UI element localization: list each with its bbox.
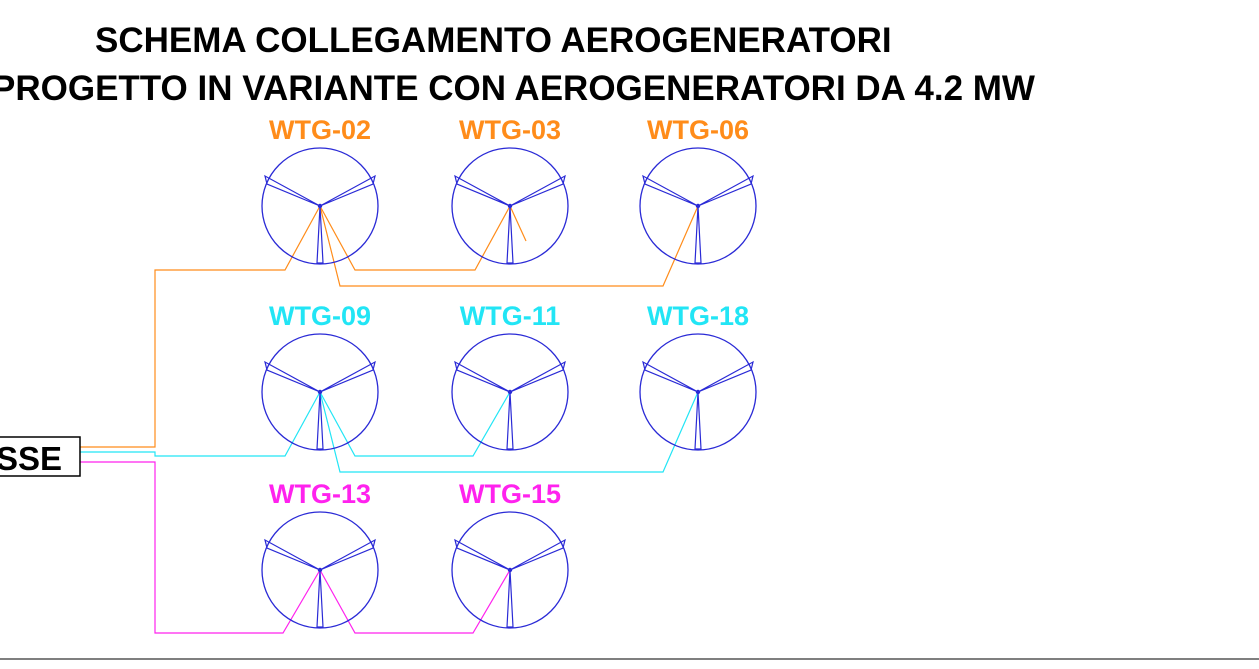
cable-circuit-1-to-wtg-06	[319, 205, 699, 287]
cable-circuit-3-to-wtg-15	[319, 569, 511, 634]
turbine-circle-icon	[639, 147, 757, 265]
turbine-circle-icon	[451, 511, 569, 629]
turbine-label: WTG-11	[460, 301, 561, 331]
turbine-circle-icon	[261, 511, 379, 629]
turbine-circle-icon	[451, 147, 569, 265]
turbine-label: WTG-13	[269, 479, 371, 509]
turbine-wtg-15: WTG-15	[451, 479, 569, 629]
cable-circuit-2-to-wtg-11	[319, 391, 511, 457]
turbine-circle-icon	[639, 333, 757, 451]
turbine-wtg-13: WTG-13	[261, 479, 379, 629]
cable-routes	[80, 204, 699, 634]
turbine-circle-icon	[261, 147, 379, 265]
rotor-blades-icon	[454, 538, 566, 628]
turbine-wtg-11: WTG-11	[451, 301, 569, 451]
substation-sse: SSE	[0, 436, 81, 477]
turbine-label: WTG-06	[647, 115, 749, 145]
substation-label: SSE	[0, 440, 62, 477]
cable-circuit-1-main	[80, 205, 321, 448]
rotor-blades-icon	[264, 174, 376, 264]
diagram-title-line-1: SCHEMA COLLEGAMENTO AEROGENERATORI	[95, 21, 892, 60]
cable-circuit-2-to-wtg-18	[319, 391, 699, 473]
turbine-wtg-03: WTG-03	[451, 115, 569, 265]
rotor-blades-icon	[264, 538, 376, 628]
turbine-wtg-18: WTG-18	[639, 301, 757, 451]
turbine-circle-icon	[451, 333, 569, 451]
rotor-blades-icon	[642, 360, 754, 450]
turbine-label: WTG-09	[269, 301, 371, 331]
turbine-label: WTG-15	[459, 479, 561, 509]
rotor-blades-icon	[642, 174, 754, 264]
turbine-wtg-09: WTG-09	[261, 301, 379, 451]
cable-circuit-1-to-wtg-03	[319, 204, 527, 271]
cable-circuit-3-main	[80, 461, 321, 634]
substation-box	[0, 436, 81, 477]
rotor-blades-icon	[264, 360, 376, 450]
diagram-title-line-2: PROGETTO IN VARIANTE CON AEROGENERATORI …	[0, 69, 1035, 108]
turbine-label: WTG-03	[459, 115, 561, 145]
turbine-wtg-02: WTG-02	[261, 115, 379, 265]
turbine-circle-icon	[261, 333, 379, 451]
rotor-blades-icon	[454, 360, 566, 450]
turbine-wtg-06: WTG-06	[639, 115, 757, 265]
cable-circuit-2-main	[80, 391, 321, 457]
rotor-blades-icon	[454, 174, 566, 264]
turbine-label: WTG-02	[269, 115, 371, 145]
turbine-label: WTG-18	[647, 301, 749, 331]
